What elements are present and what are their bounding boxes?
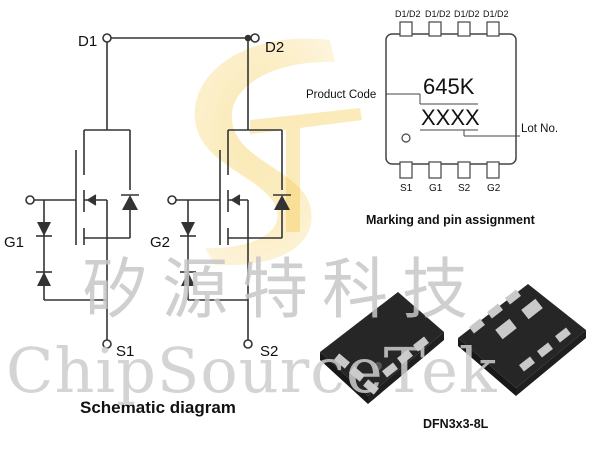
label-s2: S2 [260, 343, 278, 360]
label-d1: D1 [78, 33, 97, 50]
top-pin-label: D1/D2 [483, 9, 509, 19]
package-label: DFN3x3-8L [423, 417, 489, 431]
package-top-view [320, 292, 444, 404]
marking-diagram [385, 21, 520, 179]
bottom-pin-label: S2 [458, 183, 471, 194]
logo-swoosh-icon [194, 38, 362, 266]
top-pin-label: D1/D2 [395, 9, 421, 19]
lot-no-label: Lot No. [521, 123, 558, 135]
top-pin-label: D1/D2 [454, 9, 480, 19]
marking-code: 645K [423, 74, 475, 99]
bottom-pin-label: S1 [400, 183, 413, 194]
schematic-diagram [25, 33, 291, 349]
watermark-chinese: 矽源特科技 [82, 251, 482, 328]
label-s1: S1 [116, 343, 134, 360]
bottom-pin-label: G1 [429, 183, 443, 194]
lot-code: XXXX [421, 105, 480, 130]
label-g1: G1 [4, 234, 24, 251]
top-pin-label: D1/D2 [425, 9, 451, 19]
product-code-label: Product Code [306, 89, 376, 101]
schematic-title: Schematic diagram [80, 398, 236, 417]
bottom-pin-label: G2 [487, 183, 501, 194]
label-d2: D2 [265, 39, 284, 56]
watermark-english: ChipSourceTek [6, 334, 497, 407]
marking-title: Marking and pin assignment [366, 213, 536, 227]
package-bottom-view [458, 284, 586, 396]
label-g2: G2 [150, 234, 170, 251]
pin1-dot-icon [401, 133, 411, 143]
